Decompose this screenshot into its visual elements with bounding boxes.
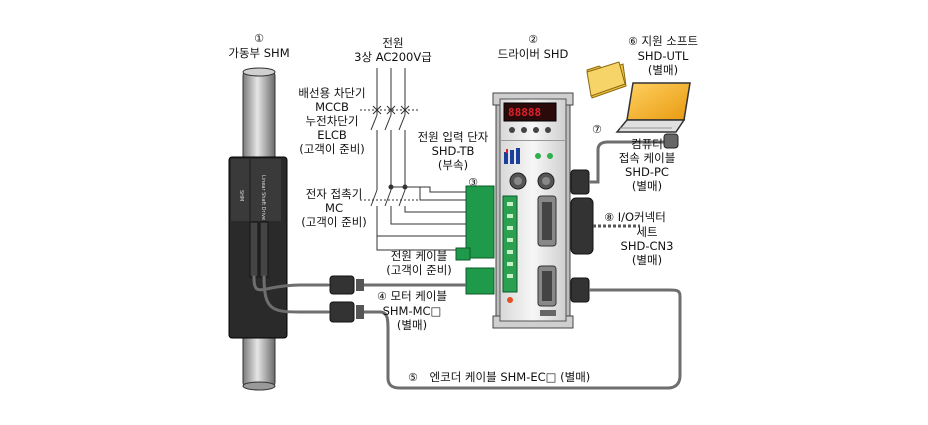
breaker-line3: 누전차단기 xyxy=(305,114,359,128)
power-label: 전원 3상 AC200V급 xyxy=(352,36,434,64)
contactor-label: 전자 접촉기 MC (고객이 준비) xyxy=(296,187,372,229)
pc-cable-label: ⑦ 컴퓨터 접속 케이블 SHD-PC (별매) xyxy=(584,123,680,193)
power-line1: 전원 xyxy=(382,36,404,50)
slider-name: 가동부 SHM xyxy=(228,46,290,60)
power-line2: 3상 AC200V급 xyxy=(354,50,432,64)
terminal-line2: SHD-TB xyxy=(431,144,475,158)
io-set-line4: (별매) xyxy=(631,253,663,267)
encoder-cable-number: ⑤ xyxy=(408,371,418,384)
software-number: ⑥ xyxy=(627,35,638,48)
software-line3: (별매) xyxy=(647,63,679,77)
pc-cable-line1: 컴퓨터 xyxy=(631,137,663,151)
io-set-line1: I/O커넥터 xyxy=(617,210,666,224)
breaker-line4: ELCB xyxy=(317,128,347,142)
io-set-line3: SHD-CN3 xyxy=(620,239,674,253)
slider-label: ① 가동부 SHM xyxy=(226,32,292,60)
motor-cable-line2: SHM-MC□ xyxy=(382,304,442,318)
motor-cable-label: ④ 모터 케이블 SHM-MC□ (별매) xyxy=(364,289,460,332)
driver-label: ② 드라이버 SHD xyxy=(488,33,578,61)
pc-cable-line xyxy=(589,140,668,184)
driver-name: 드라이버 SHD xyxy=(497,47,569,61)
folder-icon xyxy=(586,61,627,99)
encoder-cable-label: ⑤ 엔코더 케이블 SHM-EC□ (별매) xyxy=(408,370,628,385)
breaker-label: 배선용 차단기 MCCB 누전차단기 ELCB (고객이 준비) xyxy=(292,86,372,156)
power-wiring xyxy=(360,68,470,251)
slider-number: ① xyxy=(254,32,264,45)
terminal-label: 전원 입력 단자 SHD-TB (부속) xyxy=(410,130,496,172)
terminal-line3: (부속) xyxy=(437,158,469,172)
power-cable-line1: 전원 케이블 xyxy=(390,249,448,263)
driver-number: ② xyxy=(528,33,538,46)
breaker-line1: 배선용 차단기 xyxy=(298,86,366,100)
io-set-label: ⑧ I/O커넥터 세트 SHD-CN3 (별매) xyxy=(590,210,680,267)
motor-cable-line3: (별매) xyxy=(396,318,428,332)
software-line1: 지원 소프트 xyxy=(641,34,699,48)
pc-cable-line2: 접속 케이블 xyxy=(618,151,676,165)
slider-cables xyxy=(252,275,330,314)
svg-text:SHM: SHM xyxy=(238,190,244,201)
power-terminal-block xyxy=(455,185,495,295)
breaker-line5: (고객이 준비) xyxy=(299,142,365,156)
slider-body: SHM Linear Shaft Drive xyxy=(228,156,288,339)
terminal-line1: 전원 입력 단자 xyxy=(417,130,489,144)
cable-connectors xyxy=(329,275,364,323)
motor-cable-number: ④ xyxy=(376,290,387,303)
encoder-cable-name: 엔코더 케이블 SHM-EC□ (별매) xyxy=(429,370,591,384)
contactor-line2: MC xyxy=(325,201,343,215)
contactor-number: ③ xyxy=(468,176,478,189)
pc-cable-line4: (별매) xyxy=(631,179,663,193)
laptop-icon xyxy=(615,82,691,133)
pc-cable-number: ⑦ xyxy=(592,123,602,136)
power-cable-line2: (고객이 준비) xyxy=(386,263,452,277)
driver-unit: 88888 xyxy=(492,92,574,329)
pc-cable-line3: SHD-PC xyxy=(625,165,669,179)
contactor-line1: 전자 접촉기 xyxy=(305,187,363,201)
svg-text:Linear Shaft Drive: Linear Shaft Drive xyxy=(260,175,266,220)
driver-side-connectors xyxy=(570,169,594,303)
io-set-number: ⑧ xyxy=(604,211,615,224)
software-line2: SHD-UTL xyxy=(637,49,689,63)
power-cable-label: 전원 케이블 (고객이 준비) xyxy=(376,249,462,277)
motor-cable-line1: 모터 케이블 xyxy=(390,289,448,303)
contactor-line3: (고객이 준비) xyxy=(301,215,367,229)
breaker-line2: MCCB xyxy=(315,100,349,114)
software-label: ⑥ 지원 소프트 SHD-UTL (별매) xyxy=(622,34,704,77)
svg-text:88888: 88888 xyxy=(508,106,541,119)
encoder-cable-line xyxy=(364,288,682,390)
pc-cable-plug xyxy=(663,133,679,149)
io-set-line2: 세트 xyxy=(636,225,658,239)
